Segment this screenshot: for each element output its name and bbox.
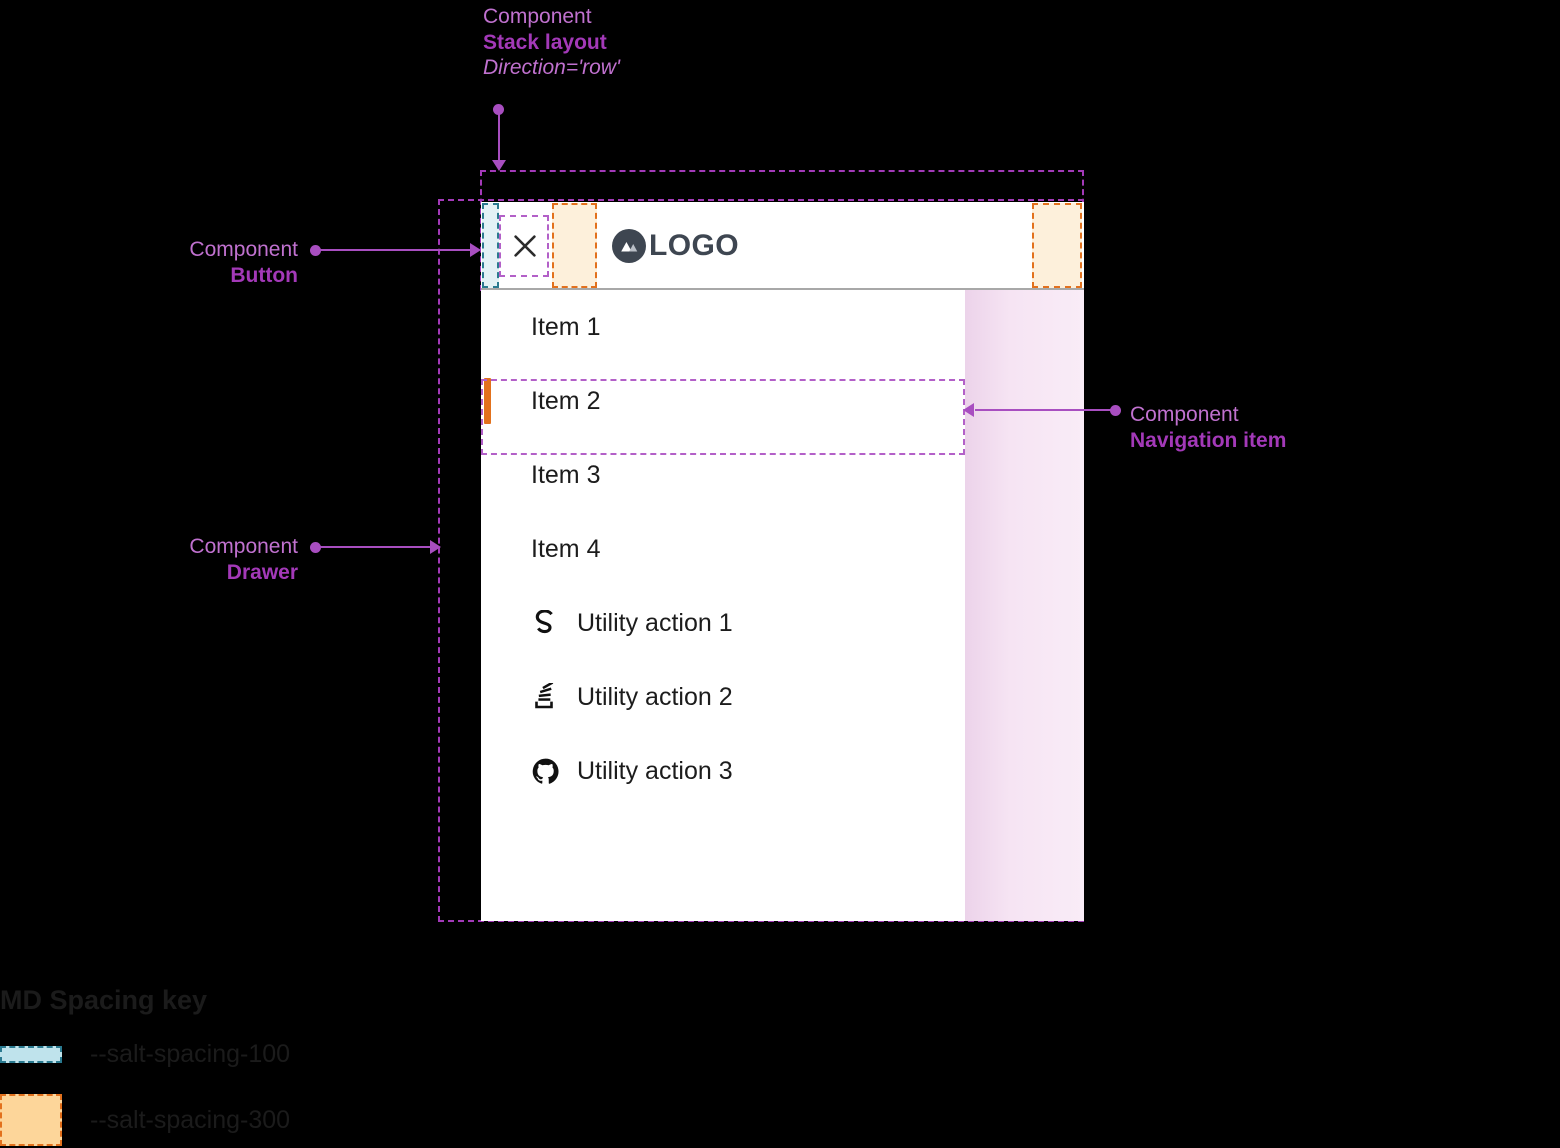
utility-action-label: Utility action 1 [577, 608, 733, 637]
annotation-navigation-item: Component Navigation item [1130, 402, 1286, 453]
leader-dot-drawer [310, 542, 321, 553]
leader-arrow-drawer [430, 540, 441, 554]
annotation-name: Stack layout [483, 30, 607, 54]
logo-text: LOGO [649, 229, 739, 262]
leader-dot-stack-layout [493, 104, 504, 115]
nav-item-4[interactable]: Item 4 [481, 512, 1084, 586]
spacing-300-swatch [0, 1094, 62, 1146]
spacing-300-swatch-right [1032, 203, 1082, 288]
annotation-prop: Direction='row' [483, 56, 620, 80]
nav-item-label: Item 3 [531, 460, 601, 489]
salt-logo-icon [531, 609, 559, 637]
annotation-name: Button [230, 263, 298, 287]
leader-line-stack-layout [498, 112, 500, 162]
mountain-logo-icon [612, 229, 646, 263]
spacing-300-swatch-gap [552, 203, 597, 288]
utility-action-label: Utility action 2 [577, 682, 733, 711]
navigation-list: Item 1 Item 2 Item 3 Item 4 [481, 290, 1084, 808]
nav-item-3[interactable]: Item 3 [481, 438, 1084, 512]
leader-line-button [318, 249, 473, 251]
annotation-stack-layout: Component Stack layout Direction='row' [483, 4, 620, 81]
leader-arrow-navigation-item [963, 403, 974, 417]
close-icon [514, 235, 536, 257]
drawer-body: Item 1 Item 2 Item 3 Item 4 [481, 290, 1084, 921]
leader-line-drawer [318, 546, 433, 548]
nav-item-2[interactable]: Item 2 [481, 364, 1084, 438]
annotation-kind: Component [483, 5, 592, 28]
annotation-kind: Component [189, 238, 298, 261]
annotation-name: Navigation item [1130, 428, 1287, 452]
leader-line-navigation-item [975, 409, 1113, 411]
annotation-drawer: Component Drawer [118, 534, 298, 585]
drawer-panel: LOGO Item 1 Item 2 Item 3 Ite [481, 202, 1084, 921]
logo: LOGO [612, 224, 739, 268]
leader-dot-button [310, 245, 321, 256]
spacing-key-title: MD Spacing key [0, 985, 208, 1015]
nav-item-label: Item 1 [531, 312, 601, 341]
utility-action-3[interactable]: Utility action 3 [481, 734, 1084, 808]
annotation-button: Component Button [118, 237, 298, 288]
utility-action-1[interactable]: Utility action 1 [481, 586, 1084, 660]
close-button[interactable] [503, 224, 547, 268]
leader-arrow-button [470, 243, 481, 257]
spacing-key-label: --salt-spacing-300 [90, 1105, 291, 1134]
nav-item-label: Item 2 [531, 386, 601, 415]
nav-item-label: Item 4 [531, 534, 601, 563]
highlight-band [965, 290, 1084, 921]
spacing-100-swatch-left [482, 203, 499, 288]
stack-overflow-icon [531, 683, 559, 711]
spacing-key-label: --salt-spacing-100 [90, 1039, 291, 1068]
github-icon [531, 757, 559, 785]
annotation-kind: Component [189, 535, 298, 558]
leader-arrow-stack-layout [492, 160, 506, 171]
spacing-key: MD Spacing key --salt-spacing-100 --salt… [0, 985, 620, 1148]
nav-item-1[interactable]: Item 1 [481, 290, 1084, 364]
spacing-key-row: --salt-spacing-100 [0, 1026, 620, 1082]
utility-action-2[interactable]: Utility action 2 [481, 660, 1084, 734]
annotation-kind: Component [1130, 403, 1239, 426]
leader-dot-navigation-item [1110, 405, 1121, 416]
selection-indicator [484, 378, 491, 424]
utility-action-label: Utility action 3 [577, 756, 733, 785]
annotation-name: Drawer [226, 560, 298, 584]
drawer-header: LOGO [481, 202, 1084, 290]
spacing-100-swatch [0, 1045, 62, 1063]
